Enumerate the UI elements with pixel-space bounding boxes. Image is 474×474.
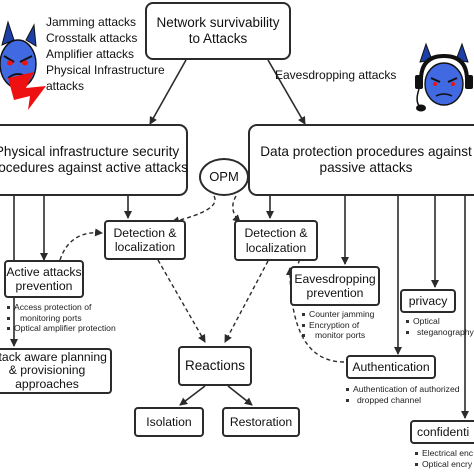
active-prevention-line1: Active attacks (6, 264, 82, 279)
network-survivability-line2: to Attacks (188, 31, 248, 46)
physical-security-line2: procedures against active attacks (0, 160, 188, 175)
detection-localization-right-box: Detection & localization (234, 220, 318, 261)
authentication-box: Authentication (346, 355, 436, 379)
bullet-item: Optical amplifier protection (6, 323, 116, 334)
attack-aware-planning-box: Attack aware planning & provisioning app… (0, 348, 112, 394)
opm-ellipse: OPM (199, 158, 249, 196)
privacy-box: privacy (400, 289, 456, 313)
data-protection-line1: Data protection procedures against (260, 143, 472, 159)
network-survivability-line1: Network survivability (156, 15, 280, 31)
detection-localization-left-box: Detection & localization (104, 220, 186, 260)
active-attack-item: Crosstalk attacks (46, 31, 138, 45)
detection-right-line1: Detection & (244, 226, 308, 241)
active-attacks-list: Jamming attacks Crosstalk attacks Amplif… (46, 14, 165, 94)
bullet-item: Optical (405, 316, 474, 327)
privacy-label: privacy (408, 293, 448, 308)
physical-security-line1: Physical infrastructure security (0, 143, 180, 159)
bullet-item: monitor ports (301, 330, 374, 341)
eavesdropping-attacks-label: Eavesdropping attacks (275, 68, 397, 82)
active-prevention-bullets: Access protection of monitoring ports Op… (6, 302, 116, 334)
restoration-label: Restoration (229, 414, 293, 429)
bullet-item: Electrical enc (414, 448, 474, 459)
active-attack-item: Amplifier attacks (46, 47, 135, 61)
detection-left-line1: Detection & (113, 225, 177, 240)
attack-aware-line2: & provisioning (8, 363, 86, 378)
authentication-bullets: Authentication of authorized dropped cha… (345, 384, 460, 405)
bullet-item: Access protection of (6, 302, 116, 313)
attack-aware-line3: approaches (15, 376, 79, 391)
bullet-item: steganography (405, 327, 474, 338)
data-protection-box: Data protection procedures against passi… (248, 124, 474, 196)
reactions-label: Reactions (184, 358, 246, 374)
confidentiality-box: confidenti (410, 420, 474, 444)
network-survivability-box: Network survivability to Attacks (145, 2, 291, 60)
authentication-label: Authentication (352, 359, 430, 374)
privacy-bullets: Optical steganography (405, 316, 474, 337)
bullet-item: Counter jamming (301, 309, 374, 320)
isolation-box: Isolation (134, 407, 204, 437)
bullet-item: Encryption of (301, 320, 374, 331)
lightning-bolt-icon (8, 72, 46, 110)
eaves-prevention-bullets: Counter jamming Encryption of monitor po… (301, 309, 374, 341)
dashed-arrows (59, 195, 345, 363)
active-attack-item: Jamming attacks (46, 15, 137, 29)
attack-aware-line1: Attack aware planning (0, 349, 107, 364)
opm-label: OPM (209, 169, 239, 185)
reactions-box: Reactions (178, 346, 252, 386)
bullet-item: Optical encry (414, 459, 474, 470)
eavesdropper-headphones-icon (415, 42, 473, 112)
eavesdropping-prevention-box: Eavesdropping prevention (290, 266, 380, 306)
eaves-prevention-line1: Eavesdropping (294, 271, 376, 286)
active-attack-item: Physical Infrastructure (46, 63, 165, 77)
eaves-prevention-line2: prevention (306, 286, 364, 300)
active-prevention-line2: prevention (15, 279, 73, 293)
confidentiality-label: confidenti (417, 424, 470, 439)
bullet-item: dropped channel (345, 395, 460, 406)
restoration-box: Restoration (222, 407, 300, 437)
isolation-label: Isolation (146, 414, 192, 429)
detection-left-line2: localization (114, 240, 176, 254)
detection-right-line2: localization (245, 240, 307, 255)
active-attack-item: attacks (46, 79, 85, 93)
confidentiality-bullets: Electrical enc Optical encry (414, 448, 474, 469)
bullet-item: monitoring ports (6, 313, 116, 324)
data-protection-line2: passive attacks (319, 160, 413, 175)
physical-security-box: Physical infrastructure security procedu… (0, 124, 188, 196)
active-attacks-prevention-box: Active attacks prevention (4, 260, 84, 298)
bullet-item: Authentication of authorized (345, 384, 460, 395)
